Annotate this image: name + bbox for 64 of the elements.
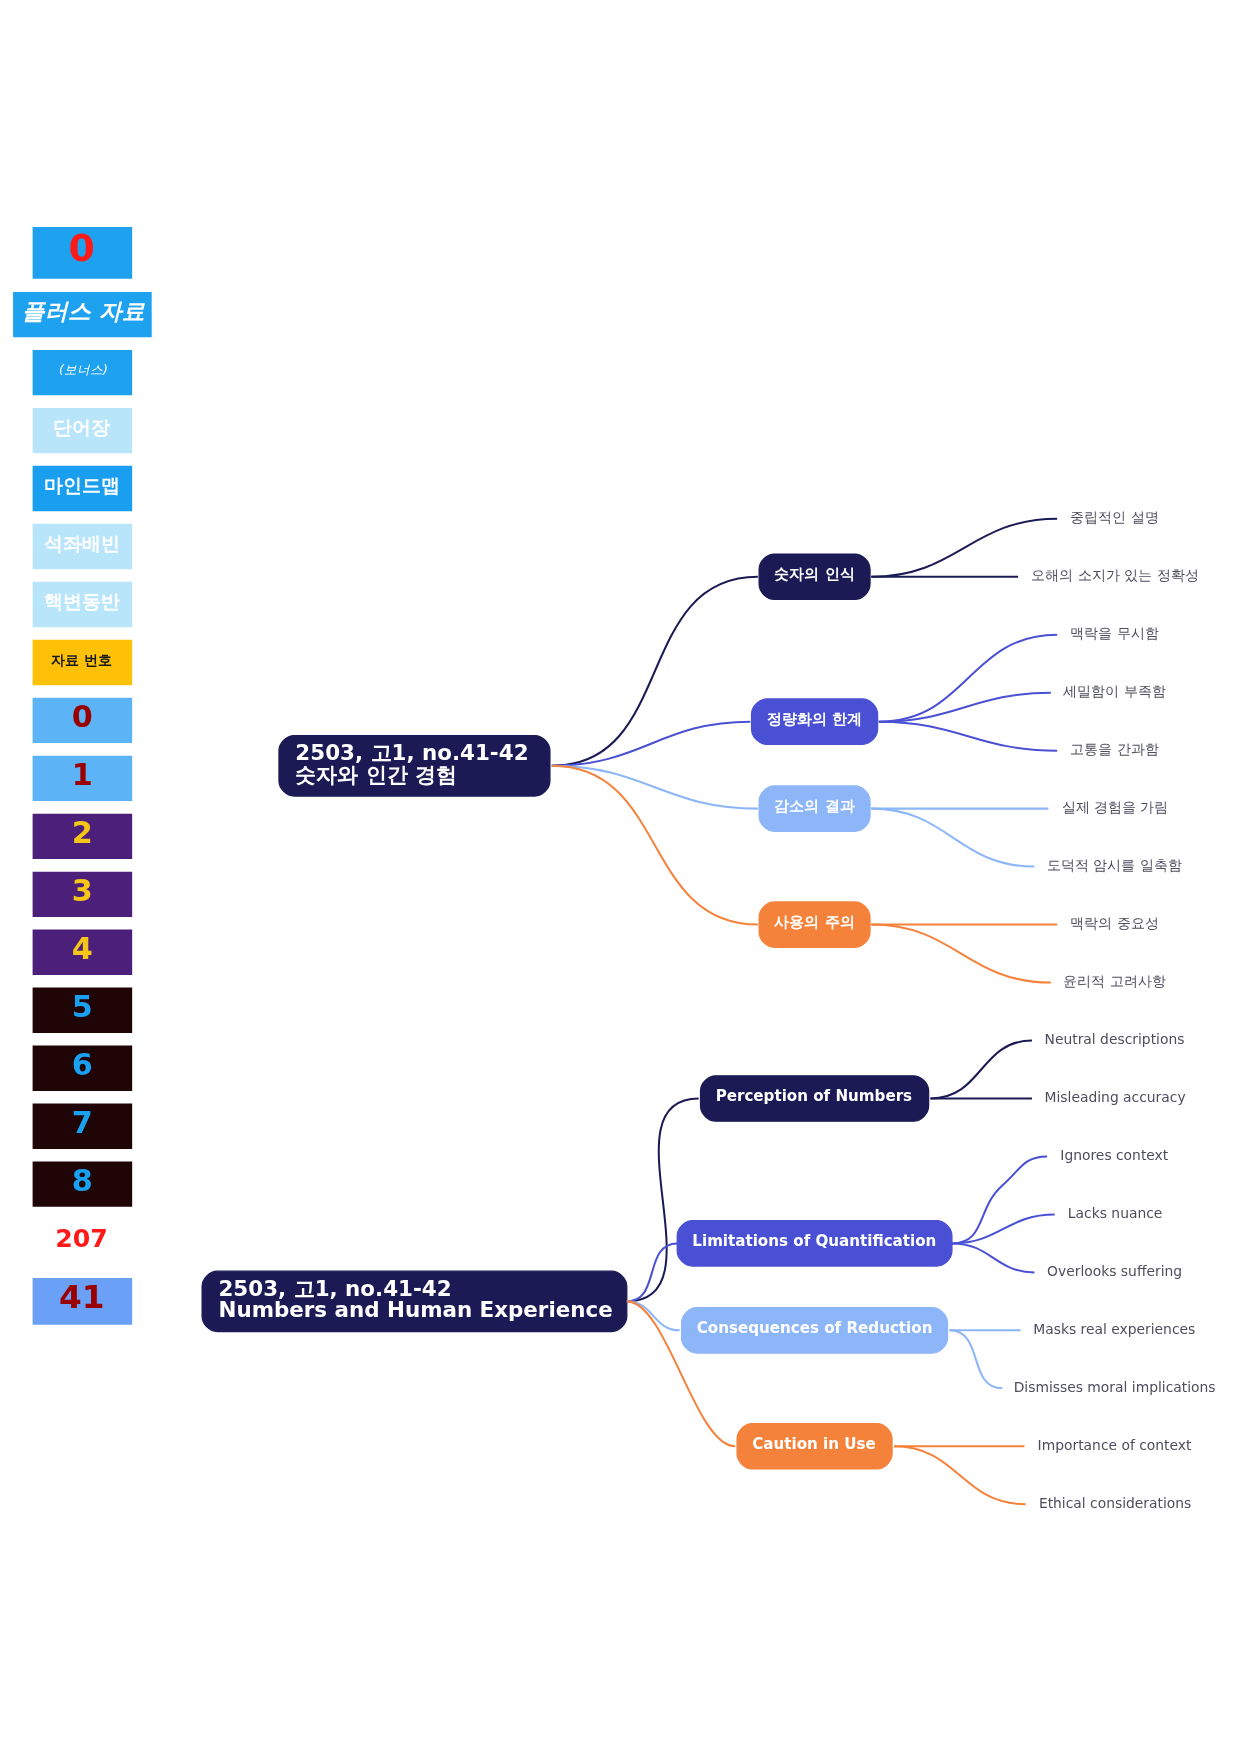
connector xyxy=(871,923,1051,984)
node-text: 맥락을 무시함 xyxy=(1070,625,1159,642)
node-text: Lacks nuance xyxy=(1067,1204,1163,1221)
node-text: 윤리적 고려사항 xyxy=(1063,973,1166,990)
node-text: Dismisses moral implications xyxy=(1013,1378,1216,1395)
connector xyxy=(949,1329,1003,1390)
node-text: Overlooks suffering xyxy=(1047,1262,1183,1279)
label: 단어장 xyxy=(53,415,111,438)
label: 마인드맵 xyxy=(43,473,120,496)
connector xyxy=(626,1242,678,1303)
connector xyxy=(951,1242,1035,1274)
connector xyxy=(949,1329,1021,1332)
label: 2 xyxy=(71,814,93,850)
label: 자료 번호 xyxy=(51,651,113,668)
connector xyxy=(930,1039,1033,1100)
node-box: 사용의 주의 xyxy=(758,901,871,948)
label: 5 xyxy=(71,988,93,1024)
node-text: Ethical considerations xyxy=(1038,1494,1192,1511)
label: 0 xyxy=(71,698,93,734)
node-box: 숫자의 인식 xyxy=(758,553,871,601)
connector xyxy=(878,720,1058,752)
label: 7 xyxy=(71,1104,93,1140)
label: 석좌배빈 xyxy=(43,531,120,554)
node-text: 도덕적 암시를 일축함 xyxy=(1047,857,1182,874)
label: 41 xyxy=(59,1278,105,1317)
connector xyxy=(951,1213,1055,1245)
node-text: 고통을 간과함 xyxy=(1070,741,1159,758)
connector xyxy=(930,1097,1032,1100)
node-text: Misleading accuracy xyxy=(1044,1089,1186,1106)
node-box: 2503, 고1, no.41-42 Numbers and Human Experience xyxy=(201,1270,628,1333)
node-box: Consequences of Reduction xyxy=(681,1307,949,1354)
node-box: Perception of Numbers xyxy=(699,1075,930,1122)
label: 8 xyxy=(71,1162,93,1198)
node-text: Neutral descriptions xyxy=(1044,1031,1185,1048)
connector xyxy=(871,517,1058,578)
node-box: 정량화의 한계 xyxy=(750,698,879,745)
label: 0 xyxy=(68,226,95,271)
label: 핵변동반 xyxy=(43,589,120,612)
node-text: 맥락의 중요성 xyxy=(1070,915,1159,932)
label: 4 xyxy=(71,930,93,966)
connector xyxy=(626,1300,680,1332)
node-text: 중립적인 설명 xyxy=(1070,509,1159,526)
label: 플러스 자료 xyxy=(21,297,145,324)
node-text: 세밀함이 부족함 xyxy=(1063,683,1166,700)
label: 6 xyxy=(71,1046,93,1082)
node-text: Importance of context xyxy=(1037,1436,1192,1453)
node-text: 오해의 소지가 있는 정확성 xyxy=(1031,567,1199,584)
connector xyxy=(626,1097,699,1303)
connector xyxy=(871,575,1019,578)
connector xyxy=(893,1445,1026,1506)
label: 3 xyxy=(71,872,93,908)
label: 207 xyxy=(55,1224,108,1254)
node-text: 실제 경험을 가림 xyxy=(1061,799,1169,816)
connector xyxy=(626,1300,736,1448)
node-text: Ignores context xyxy=(1060,1146,1169,1163)
node-box: Limitations of Quantification xyxy=(676,1220,953,1267)
node-box: Caution in Use xyxy=(736,1423,893,1470)
connector xyxy=(871,807,1035,868)
node-text: Masks real experiences xyxy=(1033,1320,1196,1337)
label: (보너스) xyxy=(59,362,108,378)
connector xyxy=(551,764,758,926)
label: 1 xyxy=(71,756,93,792)
node-box: 감소의 결과 xyxy=(758,785,871,832)
node-box: 2503, 고1, no.41-42 숫자와 인간 경험 xyxy=(278,734,551,797)
